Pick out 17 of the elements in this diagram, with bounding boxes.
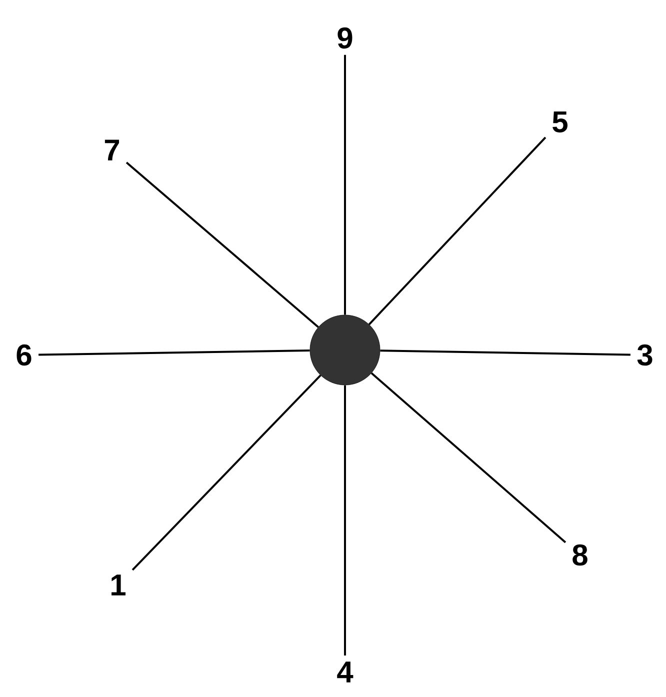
spoke-line xyxy=(126,162,319,328)
spoke-line xyxy=(368,136,546,326)
hub-circle xyxy=(310,314,380,386)
number-label: 6 xyxy=(16,344,32,366)
number-label: 3 xyxy=(637,344,652,366)
spoke-line xyxy=(344,54,346,315)
number-label: 1 xyxy=(112,574,126,596)
number-label: 7 xyxy=(104,140,120,160)
spoke-line xyxy=(38,350,310,356)
spoke-line xyxy=(132,374,322,571)
number-label: 9 xyxy=(338,27,352,49)
number-label: 4 xyxy=(337,662,354,682)
number-label: 8 xyxy=(572,544,588,566)
number-label: 5 xyxy=(552,112,568,132)
spoke-line xyxy=(344,385,346,656)
spoke-line xyxy=(370,372,566,544)
spoke-line xyxy=(380,350,630,356)
